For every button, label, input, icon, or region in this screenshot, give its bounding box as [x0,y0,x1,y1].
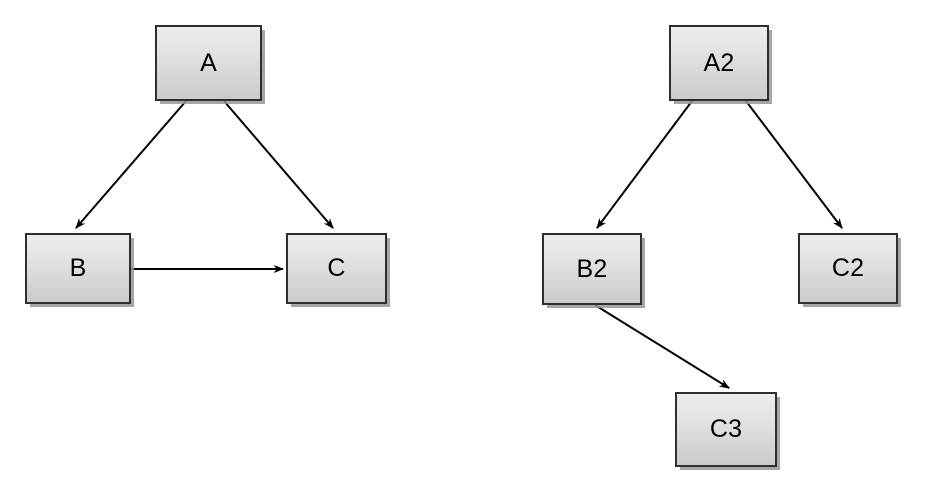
node-c2[interactable]: C2 [798,233,898,304]
node-b[interactable]: B [25,233,131,304]
node-c-label: C [327,254,346,282]
node-b2-label: B2 [576,254,608,283]
node-a[interactable]: A [155,25,262,101]
node-a2[interactable]: A2 [669,25,769,101]
node-b-label: B [69,254,87,282]
node-b2[interactable]: B2 [542,233,642,305]
node-c3[interactable]: C3 [675,392,777,467]
edge-a2-to-c2 [745,100,843,228]
node-c3-label: C3 [709,415,743,443]
node-a-label: A [200,48,217,77]
node-c2-label: C2 [831,254,865,282]
node-c[interactable]: C [286,233,387,304]
edge-b2-to-c3 [594,304,729,389]
edge-a2-to-b2 [596,100,693,228]
edge-a-to-b [75,100,187,228]
node-a2-label: A2 [703,48,735,77]
edge-a-to-c [223,100,334,228]
